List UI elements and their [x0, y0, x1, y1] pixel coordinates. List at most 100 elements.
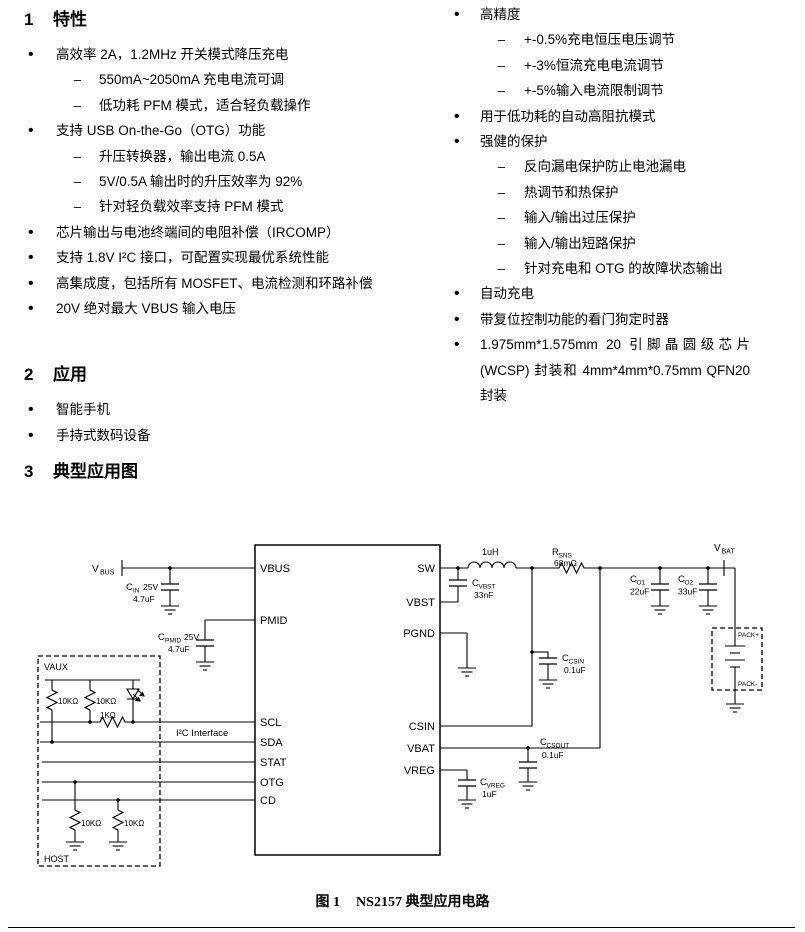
section-2-title: 应用 — [53, 365, 87, 385]
svg-text:0.1uF: 0.1uF — [564, 665, 586, 675]
svg-text:25V: 25V — [184, 632, 199, 642]
co1-label: C — [630, 574, 637, 585]
pin-label-otg: OTG — [260, 777, 284, 789]
svg-text:CSOUT: CSOUT — [547, 743, 570, 750]
ground-icon — [725, 703, 745, 713]
pin-label-vreg: VREG — [404, 765, 435, 777]
feature-text: 芯片输出与电池终端间的电阻补偿（IRCOMP） — [56, 224, 340, 240]
vaux-host-dashed-box — [37, 655, 161, 867]
feature-subitem: +-3%恒流充电电流调节 — [450, 53, 750, 79]
figure-caption-text: NS2157 典型应用电路 — [356, 895, 490, 910]
feature-subitem: 5V/0.5A 输出时的升压效率为 92% — [22, 169, 390, 195]
pin-label-vbat: VBAT — [407, 743, 435, 755]
svg-text:SNS: SNS — [559, 553, 573, 560]
feature-item: 高精度 — [450, 2, 750, 28]
feature-text: 强健的保护 — [480, 134, 548, 150]
feature-item: 用于低功耗的自动高阻抗模式 — [450, 104, 750, 130]
ground-icon — [457, 799, 477, 809]
feature-subitem: 针对充电和 OTG 的故障状态输出 — [450, 256, 750, 282]
feature-item: 1.975mm*1.575mm 20 引脚晶圆级芯片 (WCSP) 封装和 4m… — [450, 332, 750, 408]
ground-icon — [538, 679, 558, 689]
ground-icon — [195, 661, 215, 671]
feature-subtext: 低功耗 PFM 模式，适合轻负载操作 — [99, 97, 311, 113]
feature-subtext: 输入/输出过压保护 — [524, 210, 636, 226]
feature-subitem: 针对轻负载效率支持 PFM 模式 — [22, 194, 390, 220]
component-labels: V BUS C IN 25V 4.7uF C PMID 25V 4.7uF VA… — [44, 543, 759, 864]
feature-text: 高集成度，包括所有 MOSFET、电流检测和环路补偿 — [56, 275, 373, 291]
cin-capacitor — [160, 583, 180, 591]
svg-text:68mΩ: 68mΩ — [554, 558, 577, 568]
feature-subitem: 反向漏电保护防止电池漏电 — [450, 154, 750, 180]
svg-text:4.7uF: 4.7uF — [168, 644, 190, 654]
feature-item: 20V 绝对最大 VBUS 输入电压 — [22, 296, 390, 322]
feature-text: 支持 USB On-the-Go（OTG）功能 — [56, 123, 266, 139]
feature-item: 支持 1.8V I²C 接口，可配置实现最优系统性能 — [22, 245, 390, 271]
feature-item: 高集成度，包括所有 MOSFET、电流检测和环路补偿 — [22, 271, 390, 297]
feature-subtext: 针对充电和 OTG 的故障状态输出 — [524, 261, 723, 277]
pullup-resistor-2 — [84, 687, 96, 713]
feature-subitem: 输入/输出短路保护 — [450, 231, 750, 257]
feature-text: 高精度 — [480, 7, 521, 22]
pin-label-sw: SW — [417, 563, 435, 575]
svg-text:4.7uF: 4.7uF — [133, 594, 155, 604]
ground-icon — [518, 781, 538, 791]
ground-icon — [108, 841, 128, 851]
feature-subtext: 输入/输出短路保护 — [524, 235, 636, 251]
pin-label-cd: CD — [260, 795, 276, 807]
pin-label-pmid: PMID — [260, 615, 288, 627]
feature-subtext: 升压转换器，输出电流 0.5A — [99, 148, 266, 164]
svg-text:VBST: VBST — [479, 584, 496, 591]
section-1-number: 1 — [24, 10, 34, 29]
cvbst-capacitor — [448, 579, 468, 587]
svg-text:BAT: BAT — [722, 549, 736, 556]
ic-pin-labels: VBUS PMID SCL SDA STAT OTG CD SW VBST PG… — [260, 563, 436, 807]
pulldown2-label: 10KΩ — [124, 819, 144, 828]
svg-text:22uF: 22uF — [630, 587, 649, 597]
feature-text: 带复位控制功能的看门狗定时器 — [480, 311, 669, 327]
vbat-net-label: V — [714, 543, 721, 554]
feature-item: 高效率 2A，1.2MHz 开关模式降压充电 — [22, 42, 390, 68]
ccsin-capacitor — [538, 657, 558, 665]
pin-label-vbst: VBST — [406, 597, 435, 609]
battery-symbol — [725, 645, 745, 668]
pulldown-resistor-1 — [69, 807, 81, 833]
ccsout-label: C — [540, 737, 547, 748]
pin-label-vbus: VBUS — [260, 563, 290, 575]
feature-subtext: +-0.5%充电恒压电压调节 — [524, 32, 676, 48]
pin-label-stat: STAT — [260, 757, 287, 769]
svg-text:BUS: BUS — [100, 570, 115, 577]
host-label: HOST — [44, 854, 70, 864]
svg-text:PMID: PMID — [165, 638, 182, 645]
svg-text:0.1uF: 0.1uF — [542, 750, 564, 760]
feature-subitem: 输入/输出过压保护 — [450, 205, 750, 231]
series-resistor-label: 1KΩ — [100, 711, 116, 720]
svg-text:33nF: 33nF — [474, 590, 493, 600]
feature-item: 强健的保护 — [450, 129, 750, 155]
svg-text:33uF: 33uF — [678, 587, 697, 597]
pullup1-label: 10KΩ — [58, 697, 78, 706]
feature-subtext: 5V/0.5A 输出时的升压效率为 92% — [99, 174, 303, 190]
section-2-number: 2 — [24, 365, 34, 385]
feature-subitem: +-5%输入电流限制调节 — [450, 78, 750, 104]
feature-item: 支持 USB On-the-Go（OTG）功能 — [22, 118, 390, 144]
pin-label-sda: SDA — [260, 737, 283, 749]
ground-icon — [65, 841, 85, 851]
feature-item: 带复位控制功能的看门狗定时器 — [450, 307, 750, 333]
cvbst-label: C — [472, 578, 479, 589]
pack-minus-label: PACK- — [738, 681, 757, 688]
svg-text:CSIN: CSIN — [569, 659, 585, 666]
cin-label: C — [126, 582, 133, 593]
rsns-label: R — [552, 547, 559, 558]
svg-text:IN: IN — [133, 588, 140, 595]
co2-capacitor — [698, 583, 718, 591]
feature-text: 20V 绝对最大 VBUS 输入电压 — [56, 301, 237, 317]
cvreg-capacitor — [457, 779, 477, 787]
feature-text: 用于低功耗的自动高阻抗模式 — [480, 108, 656, 124]
feature-subtext: 热调节和热保护 — [524, 184, 619, 200]
ccsout-capacitor — [518, 761, 538, 769]
feature-text: 自动充电 — [480, 286, 534, 302]
ccsin-label: C — [562, 653, 569, 664]
application-item: 手持式数码设备 — [22, 423, 390, 449]
